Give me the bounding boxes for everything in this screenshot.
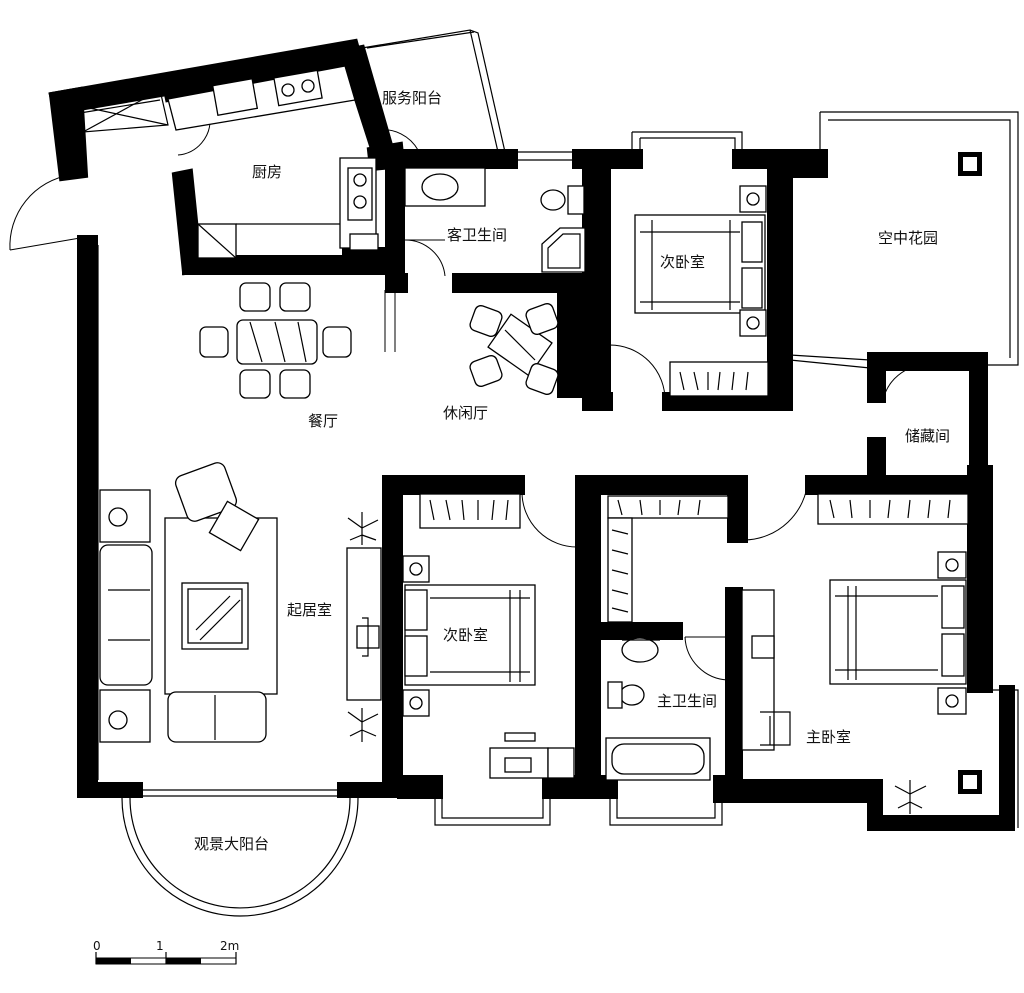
plants	[347, 512, 927, 814]
thin-outlines	[9, 29, 1019, 917]
exterior-walls	[48, 38, 1015, 831]
kitchen-fixtures	[167, 65, 379, 259]
door-swings	[175, 117, 926, 681]
label-service-balcony: 服务阳台	[382, 89, 442, 107]
leisure-set	[469, 303, 559, 395]
label-storage: 储藏间	[905, 427, 950, 445]
room-labels: 服务阳台 厨房 客卫生间 次卧室 空中花园 餐厅 休闲厅 储藏间 起居室 次卧室…	[194, 89, 950, 853]
dining-set	[199, 282, 352, 399]
label-kitchen: 厨房	[252, 163, 282, 181]
guest-bath-fixtures	[404, 167, 586, 273]
label-master-bath: 主卫生间	[657, 692, 717, 710]
label-leisure-hall: 休闲厅	[443, 404, 488, 422]
scale-tick-1: 1	[156, 939, 164, 953]
label-dining: 餐厅	[308, 412, 338, 430]
master-bath-fixtures	[605, 495, 729, 781]
label-second-bedroom-top: 次卧室	[660, 253, 705, 271]
middle-bedroom-furniture	[402, 493, 575, 779]
label-living-room: 起居室	[287, 601, 332, 619]
plant-icon	[894, 780, 927, 814]
scale-tick-0: 0	[93, 939, 101, 953]
label-second-bedroom-mid: 次卧室	[443, 626, 488, 644]
pillars	[958, 152, 982, 794]
scale-tick-2: 2m	[220, 939, 239, 953]
scale-bar: 0 1 2m	[93, 939, 239, 965]
plant-icon	[347, 512, 379, 545]
label-master-bedroom: 主卧室	[806, 728, 851, 746]
label-view-balcony: 观景大阳台	[194, 835, 269, 853]
living-room-furniture	[99, 462, 382, 743]
top-bedroom-furniture	[634, 185, 769, 397]
label-sky-garden: 空中花园	[878, 229, 938, 247]
plant-icon	[347, 708, 379, 742]
label-guest-bath: 客卫生间	[447, 226, 507, 244]
master-bedroom-furniture	[741, 493, 969, 751]
